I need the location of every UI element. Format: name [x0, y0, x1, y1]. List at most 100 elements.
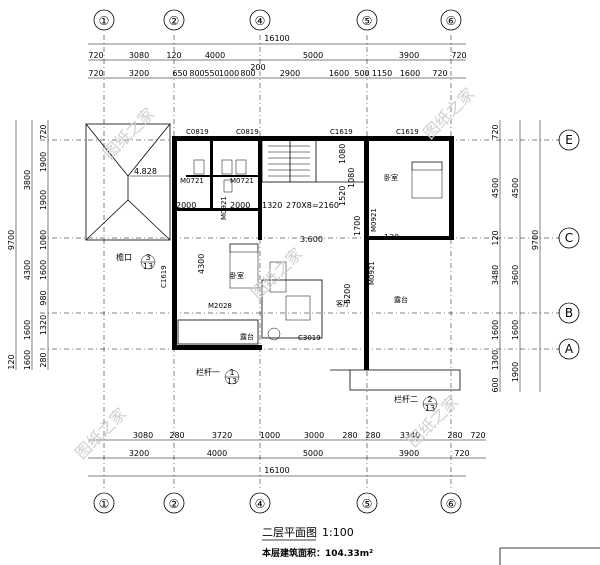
- svg-text:720: 720: [432, 69, 447, 78]
- watermark-text: 图纸之家: [71, 404, 130, 463]
- svg-text:1320: 1320: [262, 201, 282, 210]
- axis-bubbles-right: E C B A: [558, 129, 580, 360]
- svg-text:栏杆二: 栏杆二: [394, 394, 418, 404]
- axis-label: B: [565, 306, 573, 320]
- svg-text:1150: 1150: [372, 69, 392, 78]
- svg-text:1080: 1080: [338, 144, 347, 164]
- axis-label: ①: [99, 497, 110, 511]
- axis-label: E: [565, 133, 573, 147]
- floor-area: 本层建筑面积：104.33m²: [262, 547, 373, 559]
- svg-text:M0721: M0721: [230, 177, 254, 185]
- svg-text:720: 720: [39, 124, 48, 139]
- svg-text:1600: 1600: [491, 320, 500, 340]
- room-label: 露台: [240, 332, 254, 341]
- axis-label: ⑥: [446, 497, 457, 511]
- svg-text:M0921: M0921: [368, 261, 376, 285]
- svg-text:栏杆一: 栏杆一: [196, 367, 220, 377]
- eave-roof: [85, 123, 171, 241]
- svg-text:M0721: M0721: [180, 177, 204, 185]
- svg-text:2: 2: [427, 395, 432, 404]
- svg-text:720: 720: [88, 51, 103, 60]
- svg-text:120: 120: [384, 233, 399, 242]
- svg-text:1700: 1700: [353, 216, 362, 236]
- svg-text:C1619: C1619: [160, 265, 168, 288]
- svg-text:120: 120: [166, 51, 181, 60]
- svg-text:4300: 4300: [23, 260, 32, 280]
- svg-text:1320: 1320: [39, 315, 48, 335]
- svg-text:16100: 16100: [264, 466, 289, 475]
- svg-text:980: 980: [39, 290, 48, 305]
- callout-railing-1: 栏杆一 1 13: [196, 367, 240, 386]
- svg-text:270X8=2160: 270X8=2160: [286, 201, 339, 210]
- svg-text:13: 13: [227, 377, 237, 386]
- svg-text:C0819: C0819: [236, 128, 259, 136]
- room-label: 客厅: [336, 299, 350, 308]
- svg-text:280: 280: [39, 352, 48, 367]
- svg-text:3200: 3200: [129, 69, 149, 78]
- left-dimensions: 9700 3800 4300 1600 720 1900 1900 1000 1…: [7, 120, 49, 370]
- svg-text:280: 280: [342, 431, 357, 440]
- svg-text:檐口: 檐口: [116, 252, 132, 262]
- svg-text:550: 550: [204, 69, 219, 78]
- room-labels: 卧室 卧室 客厅 露台 露台: [230, 173, 408, 341]
- title-block: 二层平面图 1:100 本层建筑面积：104.33m²: [262, 526, 600, 565]
- svg-text:3080: 3080: [133, 431, 153, 440]
- drawing-scale: 1:100: [322, 526, 354, 539]
- svg-text:3080: 3080: [129, 51, 149, 60]
- svg-text:1600: 1600: [39, 260, 48, 280]
- svg-text:600: 600: [491, 377, 500, 392]
- svg-text:3800: 3800: [23, 170, 32, 190]
- svg-text:280: 280: [169, 431, 184, 440]
- axis-label: ⑤: [362, 497, 373, 511]
- svg-text:1080: 1080: [347, 168, 356, 188]
- axis-label: ④: [255, 497, 266, 511]
- svg-text:120: 120: [7, 354, 16, 369]
- svg-text:2000: 2000: [230, 201, 250, 210]
- axis-label: ④: [255, 14, 266, 28]
- svg-text:9700: 9700: [7, 230, 16, 250]
- svg-text:3340: 3340: [400, 431, 420, 440]
- top-dimensions: 16100 720 3080 120 4000 5000 3900 720 20…: [88, 34, 467, 79]
- axis-label: ②: [169, 497, 180, 511]
- watermark-text: 图纸之家: [419, 84, 478, 143]
- svg-text:M0921: M0921: [370, 208, 378, 232]
- svg-text:1000: 1000: [219, 69, 239, 78]
- svg-text:3900: 3900: [399, 51, 419, 60]
- svg-text:13: 13: [143, 262, 153, 271]
- svg-text:720: 720: [88, 69, 103, 78]
- svg-text:2000: 2000: [176, 201, 196, 210]
- svg-text:3900: 3900: [399, 449, 419, 458]
- svg-text:C1619: C1619: [330, 128, 353, 136]
- axis-label: ⑥: [446, 14, 457, 28]
- axis-label: ①: [99, 14, 110, 28]
- svg-text:M0921: M0921: [220, 196, 228, 220]
- svg-text:120: 120: [491, 230, 500, 245]
- room-label: 卧室: [384, 173, 398, 182]
- watermark-text: 图纸之家: [247, 244, 306, 303]
- callout-eave: 檐口 3 13: [116, 252, 156, 271]
- svg-text:3720: 3720: [212, 431, 232, 440]
- svg-text:C0819: C0819: [186, 128, 209, 136]
- svg-text:3000: 3000: [304, 431, 324, 440]
- svg-text:720: 720: [470, 431, 485, 440]
- svg-text:4500: 4500: [491, 178, 500, 198]
- room-label: 卧室: [230, 271, 244, 280]
- svg-text:1600: 1600: [329, 69, 349, 78]
- svg-text:3.600: 3.600: [300, 235, 323, 244]
- right-dimensions: 720 4500 120 3480 1600 1300 600 4500 360…: [491, 120, 541, 393]
- svg-text:16100: 16100: [264, 34, 289, 43]
- axis-label: A: [565, 342, 574, 356]
- svg-text:720: 720: [491, 124, 500, 139]
- svg-text:1: 1: [229, 368, 234, 377]
- svg-text:1900: 1900: [39, 190, 48, 210]
- svg-text:1600: 1600: [23, 320, 32, 340]
- svg-text:280: 280: [447, 431, 462, 440]
- svg-text:1900: 1900: [511, 362, 520, 382]
- axis-label: ②: [169, 14, 180, 28]
- svg-text:2900: 2900: [280, 69, 300, 78]
- svg-text:800: 800: [240, 69, 255, 78]
- svg-text:M2028: M2028: [208, 302, 232, 310]
- svg-text:5200: 5200: [343, 284, 352, 304]
- svg-text:1600: 1600: [400, 69, 420, 78]
- walls: [172, 136, 461, 391]
